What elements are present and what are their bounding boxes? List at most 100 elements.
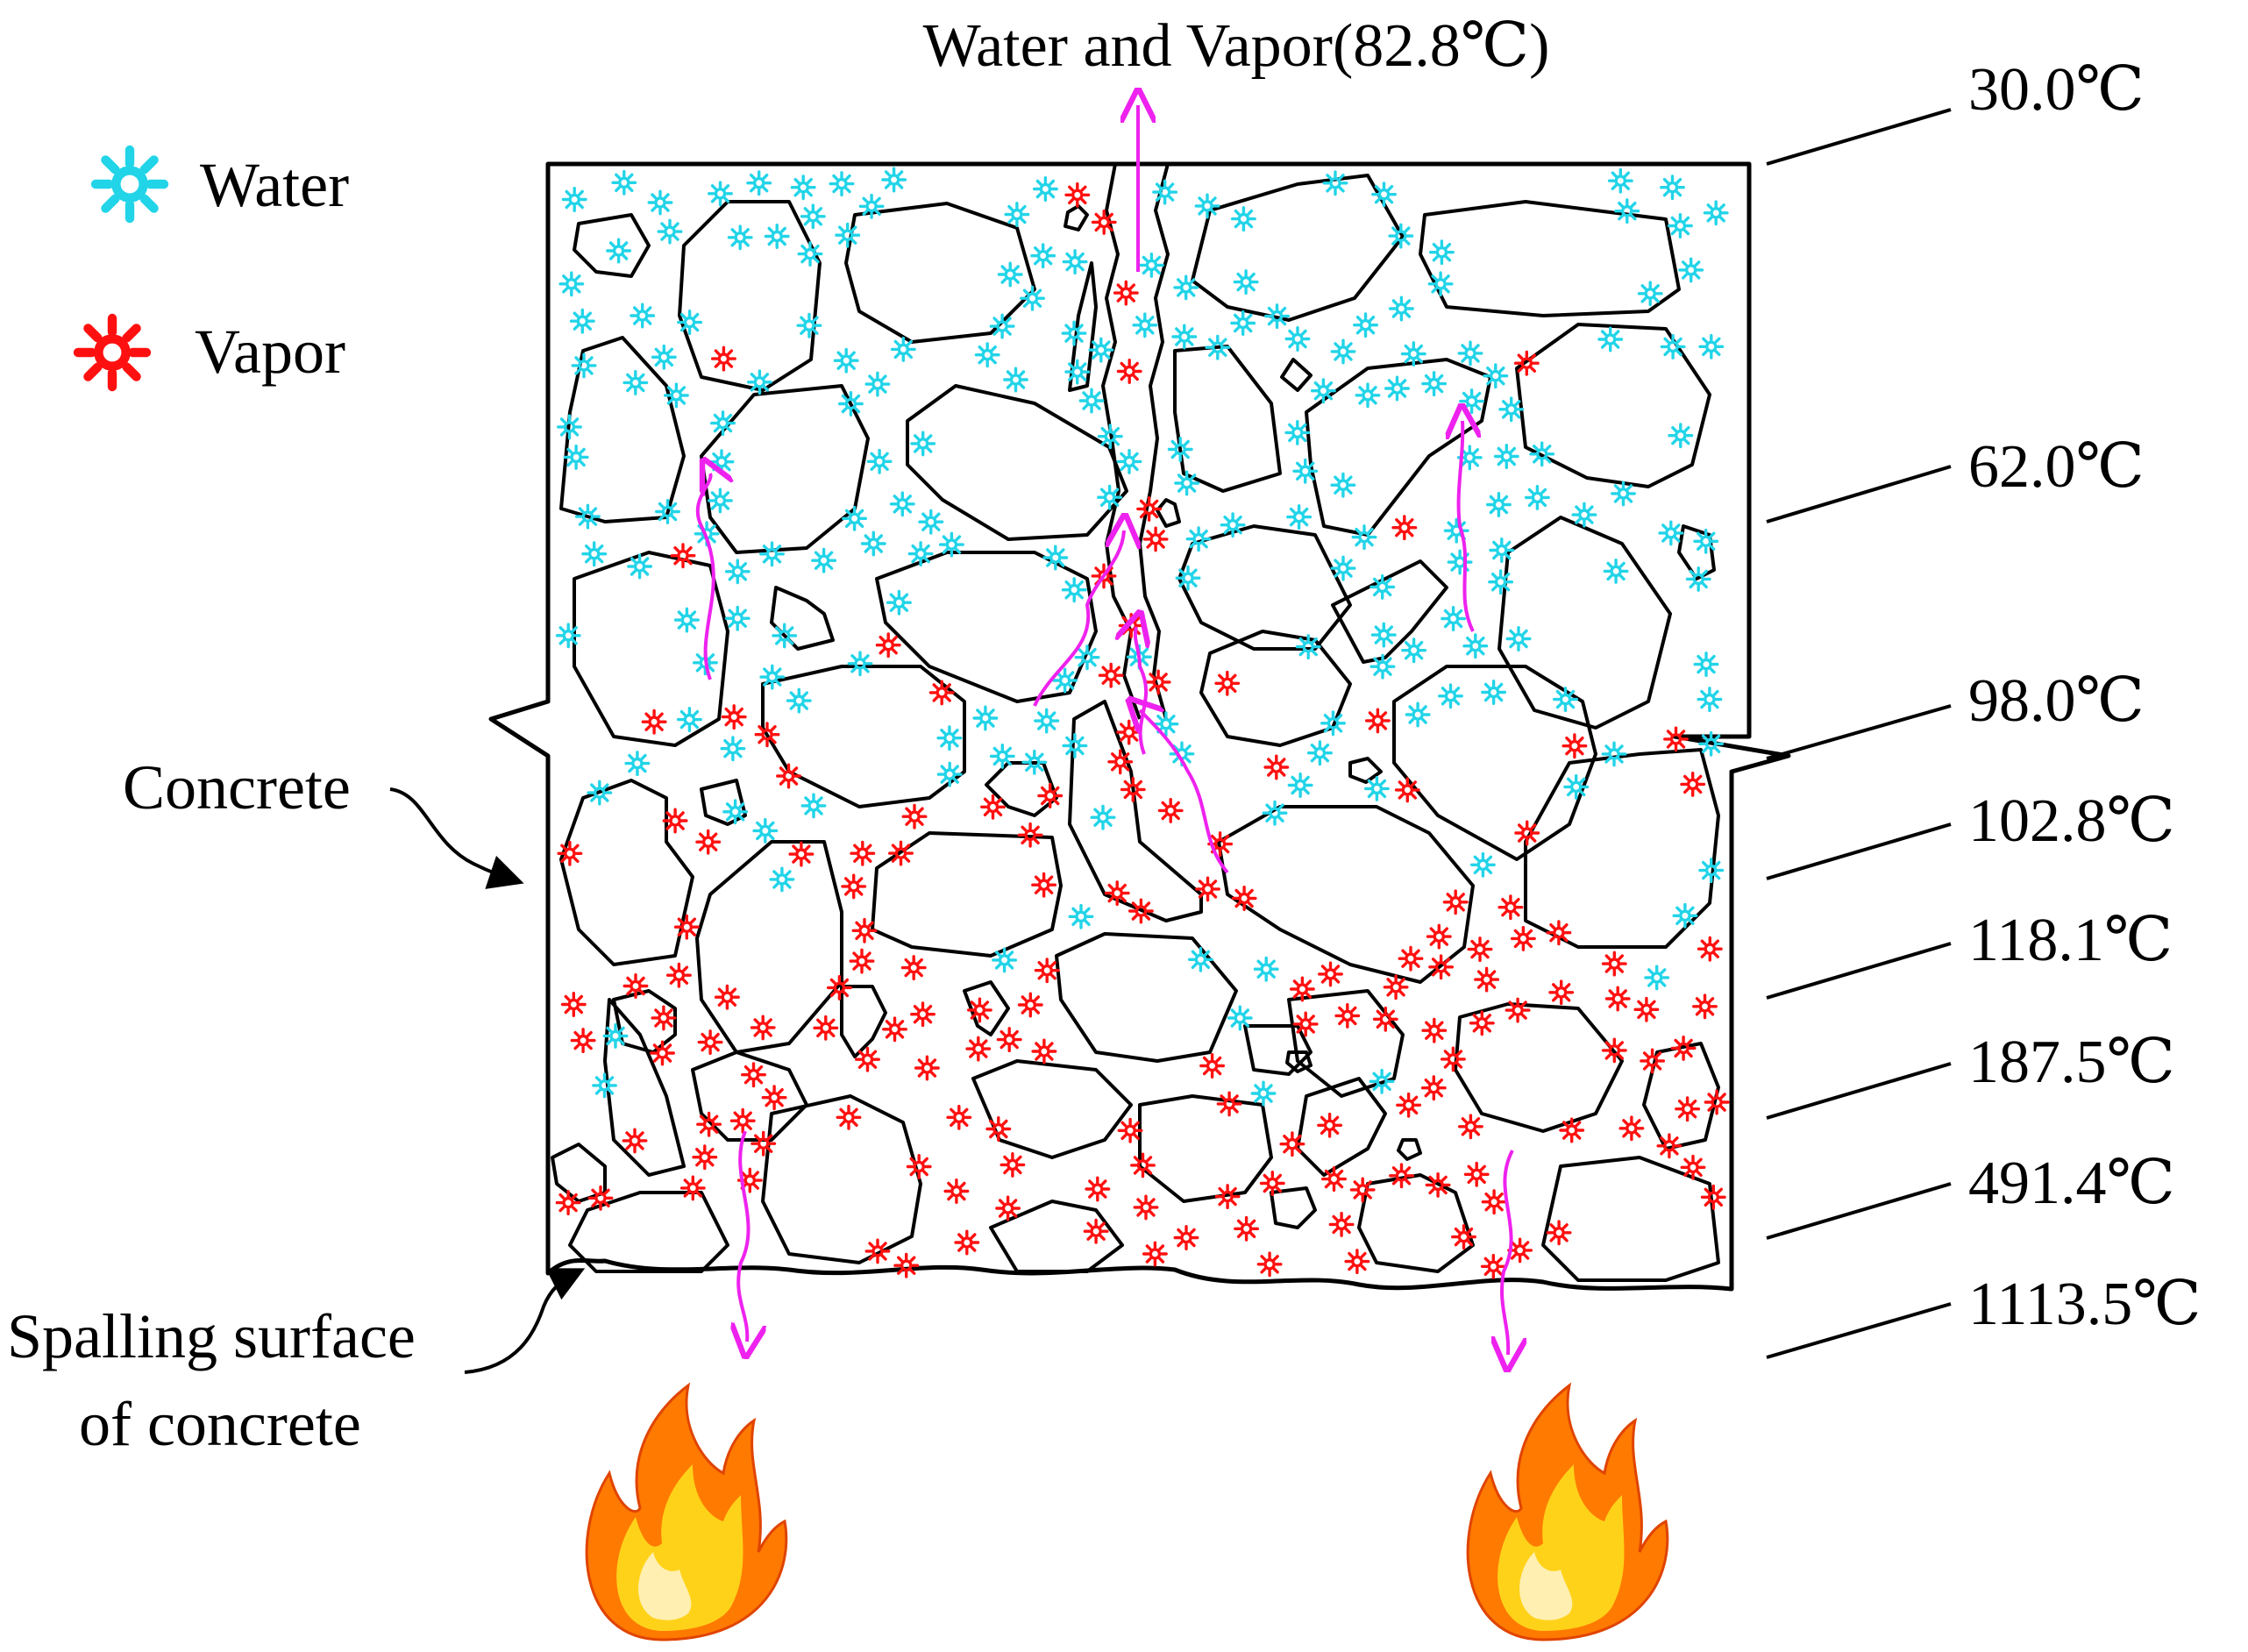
water-sun-icon bbox=[592, 1072, 617, 1099]
vapor-sun-icon bbox=[1321, 1166, 1347, 1193]
flow-arrow-left bbox=[695, 474, 714, 680]
vapor-sun-icon bbox=[1113, 280, 1139, 306]
water-sun-icon bbox=[847, 651, 873, 677]
water-sun-icon bbox=[1090, 804, 1116, 830]
vapor-sun-icon bbox=[1364, 708, 1391, 734]
vapor-sun-icon bbox=[679, 1175, 706, 1201]
vapor-sun-icon bbox=[1349, 1177, 1376, 1203]
vapor-sun-icon bbox=[1085, 1176, 1111, 1202]
vapor-sun-icon bbox=[696, 1111, 722, 1137]
vapor-sun-icon bbox=[1195, 876, 1220, 902]
vapor-sun-icon bbox=[1394, 777, 1420, 803]
aggregate-stone bbox=[678, 200, 822, 392]
water-sun-icon bbox=[1287, 773, 1313, 798]
water-sun-icon bbox=[1469, 851, 1496, 878]
vapor-sun-icon bbox=[1700, 1184, 1726, 1210]
water-sun-icon bbox=[1174, 470, 1200, 496]
vapor-sun-icon bbox=[1145, 669, 1171, 695]
vapor-sun-icon bbox=[914, 1055, 940, 1081]
water-sun-icon bbox=[1078, 388, 1105, 414]
water-sun-icon bbox=[1363, 775, 1390, 801]
vapor-sun-icon bbox=[900, 955, 927, 981]
vapor-sun-icon bbox=[1510, 925, 1536, 951]
vapor-sun-icon bbox=[882, 1016, 907, 1043]
water-sun-icon bbox=[1427, 271, 1454, 297]
vapor-sun-icon bbox=[826, 974, 852, 1000]
water-sun-icon bbox=[1286, 504, 1313, 530]
temperature-label: 491.4℃ bbox=[1968, 1150, 2175, 1217]
aggregate-stone bbox=[770, 586, 835, 651]
water-sun-icon bbox=[752, 817, 779, 844]
water-sun-icon bbox=[1322, 170, 1348, 196]
water-sun-icon bbox=[746, 170, 772, 196]
water-sun-icon bbox=[627, 553, 653, 580]
aggregate-stone bbox=[691, 1050, 808, 1142]
vapor-sun-icon bbox=[1697, 936, 1723, 962]
water-sun-icon bbox=[1088, 337, 1114, 363]
water-sun-icon bbox=[1505, 626, 1532, 652]
vapor-sun-icon bbox=[622, 973, 649, 999]
water-sun-icon bbox=[1138, 252, 1164, 278]
vapor-sun-icon bbox=[751, 1130, 777, 1157]
vapor-sun-icon bbox=[851, 917, 878, 943]
water-sun-icon bbox=[1644, 965, 1670, 991]
aggregate-stone bbox=[761, 665, 966, 808]
vapor-sun-icon bbox=[1107, 749, 1134, 775]
aggregate-stone bbox=[1177, 524, 1352, 651]
water-sun-icon bbox=[1660, 333, 1686, 360]
vapor-sun-icon bbox=[1398, 945, 1424, 972]
aggregate-stone bbox=[1138, 1094, 1273, 1203]
water-sun-icon bbox=[724, 605, 751, 631]
aggregate-stone bbox=[1524, 748, 1720, 949]
vapor-sun-icon bbox=[901, 803, 928, 830]
aggregate-stone bbox=[875, 551, 1098, 703]
water-sun-icon bbox=[1405, 701, 1431, 728]
flow-arrow-bottom-right bbox=[1502, 1150, 1512, 1355]
spalling-pointer-arrow bbox=[464, 1268, 586, 1374]
water-sun-icon bbox=[1401, 637, 1427, 664]
vapor-sun-icon bbox=[1704, 1089, 1730, 1115]
vapor-sun-icon bbox=[622, 1128, 648, 1154]
water-sun-icon bbox=[1607, 167, 1633, 194]
water-sun-icon bbox=[1034, 708, 1060, 734]
vapor-sun-icon bbox=[1692, 993, 1718, 1020]
water-sun-icon bbox=[972, 705, 999, 731]
flow-arrow-center-right bbox=[1140, 710, 1229, 874]
temperature-label: 118.1℃ bbox=[1968, 907, 2173, 974]
vapor-sun-icon bbox=[557, 840, 583, 866]
water-sun-icon bbox=[1481, 680, 1507, 705]
vapor-sun-icon bbox=[650, 1040, 675, 1066]
vapor-sun-icon bbox=[1117, 1117, 1143, 1143]
vapor-sun-icon bbox=[729, 1107, 756, 1134]
vapor-sun-icon bbox=[1562, 733, 1588, 759]
aggregate-stone bbox=[1348, 757, 1383, 784]
vapor-sun-icon bbox=[1142, 526, 1169, 552]
water-sun-icon bbox=[835, 222, 861, 248]
water-sun-icon bbox=[1371, 182, 1397, 208]
water-sun-icon bbox=[1042, 545, 1069, 571]
water-sun-icon bbox=[1068, 903, 1094, 929]
water-sun-icon bbox=[581, 541, 608, 567]
water-sun-icon bbox=[1672, 902, 1698, 929]
vapor-sun-icon bbox=[910, 1001, 935, 1028]
water-sun-icon bbox=[727, 224, 753, 251]
water-sun-icon bbox=[1428, 239, 1455, 266]
water-sun-icon bbox=[1601, 741, 1627, 767]
aggregate-stone bbox=[1243, 1024, 1313, 1076]
vapor-sun-icon bbox=[1391, 515, 1418, 541]
water-sun-icon bbox=[1030, 243, 1056, 269]
water-sun-icon bbox=[676, 707, 702, 733]
water-sun-icon bbox=[800, 793, 827, 819]
aggregate-stone bbox=[1331, 559, 1448, 664]
vapor-sun-icon bbox=[1173, 1225, 1199, 1250]
vapor-sun-icon bbox=[1514, 820, 1540, 846]
water-sun-icon bbox=[724, 559, 751, 585]
water-sun-icon bbox=[1020, 285, 1045, 311]
water-sun-icon bbox=[663, 382, 689, 409]
water-sun-icon bbox=[722, 799, 749, 825]
vapor-sun-icon bbox=[813, 1015, 839, 1041]
temperature-label: 187.5℃ bbox=[1968, 1029, 2175, 1096]
water-sun-icon bbox=[989, 743, 1015, 769]
water-sun-icon bbox=[890, 336, 916, 362]
water-sun-icon bbox=[1571, 502, 1597, 528]
